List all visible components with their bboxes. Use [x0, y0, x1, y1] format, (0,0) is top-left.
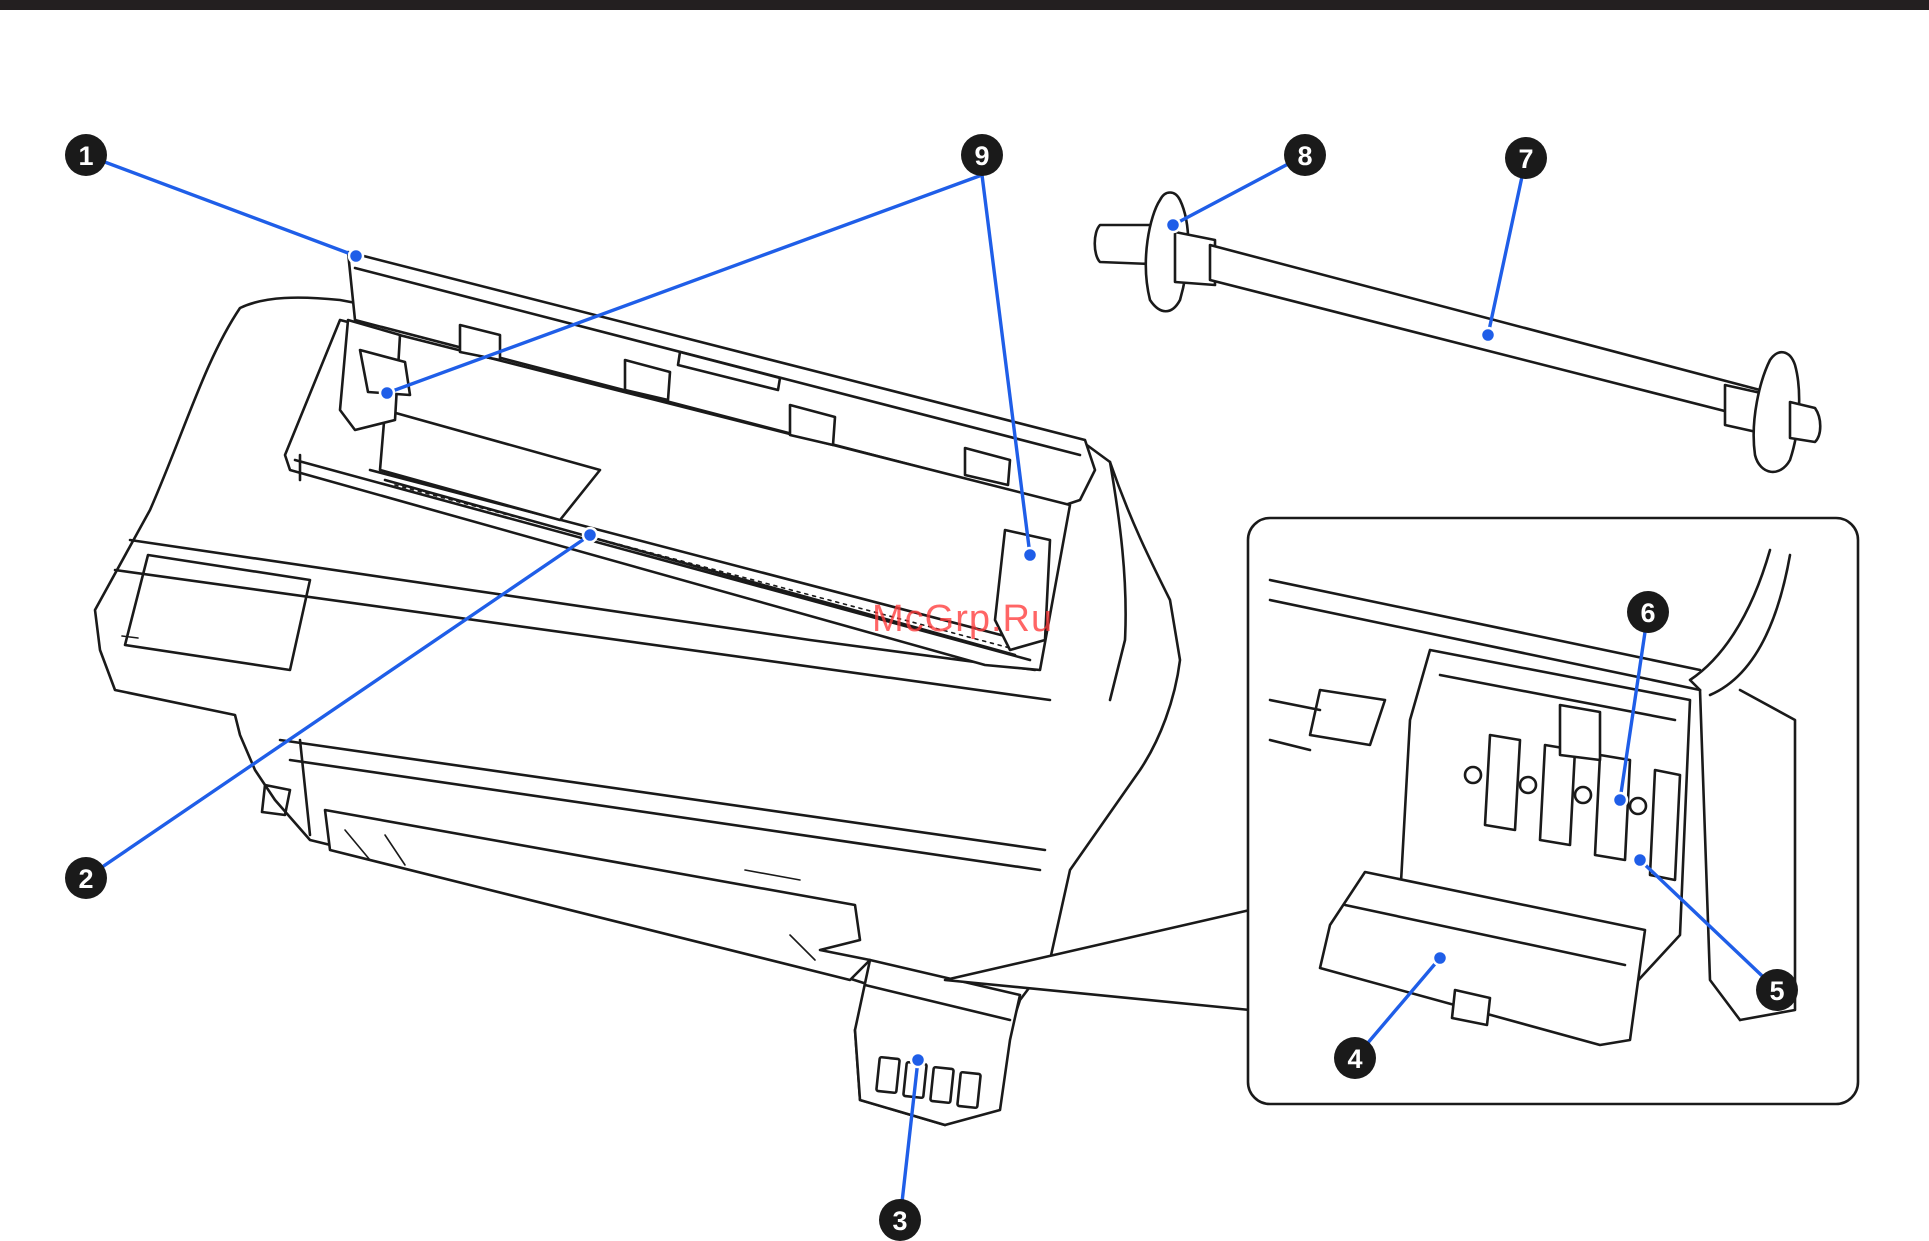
callout-number-5: 5 — [1769, 976, 1784, 1006]
callout-badge-5: 5 — [1756, 969, 1798, 1011]
callout-badge-7: 7 — [1505, 137, 1547, 179]
callout-number-3: 3 — [892, 1206, 907, 1236]
callout-number-6: 6 — [1640, 598, 1655, 628]
roll-spindle — [1095, 193, 1821, 472]
callout-badge-2: 2 — [65, 857, 107, 899]
watermark-text: McGrp.Ru — [872, 598, 1053, 641]
callout-badge-4: 4 — [1334, 1037, 1376, 1079]
callout-number-7: 7 — [1518, 144, 1533, 174]
leader-dot-9b — [1023, 548, 1037, 562]
callout-badge-3: 3 — [879, 1199, 921, 1241]
callout-number-2: 2 — [78, 864, 93, 894]
callout-number-1: 1 — [78, 141, 93, 171]
callout-badge-9: 9 — [961, 134, 1003, 176]
callout-badge-6: 6 — [1627, 591, 1669, 633]
leader-line-1 — [86, 155, 356, 256]
leader-dot-8 — [1166, 218, 1180, 232]
leader-dot-6 — [1613, 793, 1627, 807]
leader-line-7 — [1488, 158, 1526, 335]
callout-number-4: 4 — [1347, 1044, 1362, 1074]
leader-line-8 — [1173, 155, 1305, 225]
callout-number-8: 8 — [1297, 141, 1312, 171]
callout-badge-1: 1 — [65, 134, 107, 176]
leader-dot-4 — [1433, 951, 1447, 965]
leader-dot-7 — [1481, 328, 1495, 342]
leader-dot-3 — [911, 1053, 925, 1067]
callout-number-9: 9 — [974, 141, 989, 171]
leader-dot-5 — [1633, 853, 1647, 867]
leader-dot-1 — [349, 249, 363, 263]
leader-dot-2 — [583, 528, 597, 542]
callout-badge-8: 8 — [1284, 134, 1326, 176]
leader-dot-9a — [380, 386, 394, 400]
